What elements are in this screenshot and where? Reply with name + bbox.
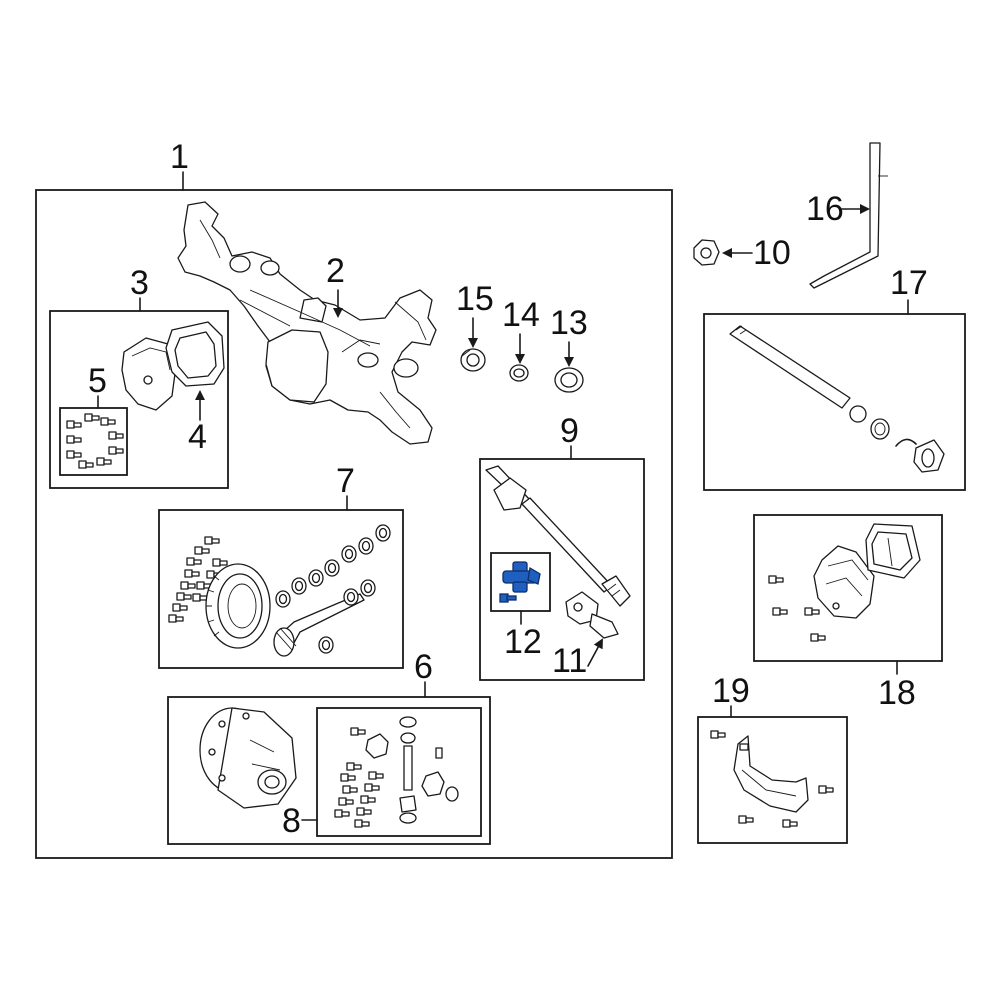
- diff-internals[interactable]: [334, 716, 459, 828]
- u-joint-highlighted[interactable]: [499, 561, 541, 603]
- vent-tube-16[interactable]: [809, 142, 888, 289]
- cover-bolts-box[interactable]: 5: [59, 362, 128, 476]
- seal-13[interactable]: [554, 367, 584, 393]
- axle-housing[interactable]: [177, 201, 437, 445]
- cover-kit-box[interactable]: 3: [49, 264, 229, 489]
- callout-19[interactable]: 19: [712, 672, 750, 710]
- differential-case[interactable]: [199, 707, 297, 809]
- callout-6[interactable]: 6: [414, 648, 433, 686]
- skid-plate-box[interactable]: 19: [697, 672, 848, 844]
- nut-10[interactable]: [693, 239, 720, 266]
- callout-9[interactable]: 9: [560, 412, 579, 450]
- differential-carrier-box[interactable]: 6: [167, 648, 491, 845]
- callout-8[interactable]: 8: [282, 802, 301, 840]
- callout-17[interactable]: 17: [890, 264, 928, 302]
- pinion-gear[interactable]: [273, 593, 365, 657]
- callout-10[interactable]: 10: [753, 234, 791, 272]
- callout-3[interactable]: 3: [130, 264, 149, 302]
- callout-16[interactable]: 16: [806, 190, 844, 228]
- callout-1[interactable]: 1: [170, 138, 189, 176]
- cover-bolts[interactable]: [66, 413, 124, 469]
- intermediate-shaft-box[interactable]: 17: [703, 264, 966, 491]
- seal-14[interactable]: [509, 364, 529, 382]
- callout-12[interactable]: 12: [504, 623, 542, 661]
- intermediate-shaft[interactable]: [729, 325, 945, 473]
- diff-internals-box[interactable]: 8: [282, 707, 482, 840]
- callout-5[interactable]: 5: [88, 362, 107, 400]
- u-joint-kit-box[interactable]: 12: [490, 552, 551, 661]
- ring-gear[interactable]: [205, 563, 271, 649]
- callout-14[interactable]: 14: [502, 296, 540, 334]
- differential-cover[interactable]: [121, 337, 177, 411]
- axle-shaft[interactable]: [485, 465, 631, 607]
- callout-7[interactable]: 7: [336, 462, 355, 500]
- actuator-box[interactable]: 18: [753, 514, 943, 712]
- callout-11[interactable]: 11: [552, 642, 587, 680]
- axle-shaft-box[interactable]: 9: [479, 412, 645, 681]
- callout-13[interactable]: 13: [550, 304, 588, 342]
- callout-4[interactable]: 4: [188, 418, 207, 456]
- cover-gasket[interactable]: [165, 321, 225, 387]
- axle-assembly-box[interactable]: 1: [35, 138, 673, 859]
- stub-shaft[interactable]: [565, 591, 619, 639]
- callout-18[interactable]: 18: [878, 674, 916, 712]
- skid-plate[interactable]: [710, 730, 834, 828]
- callout-15[interactable]: 15: [456, 280, 494, 318]
- ring-pinion-box[interactable]: 7: [158, 462, 404, 669]
- seal-15[interactable]: [460, 348, 486, 372]
- callout-2[interactable]: 2: [326, 252, 345, 290]
- actuator[interactable]: [768, 523, 921, 642]
